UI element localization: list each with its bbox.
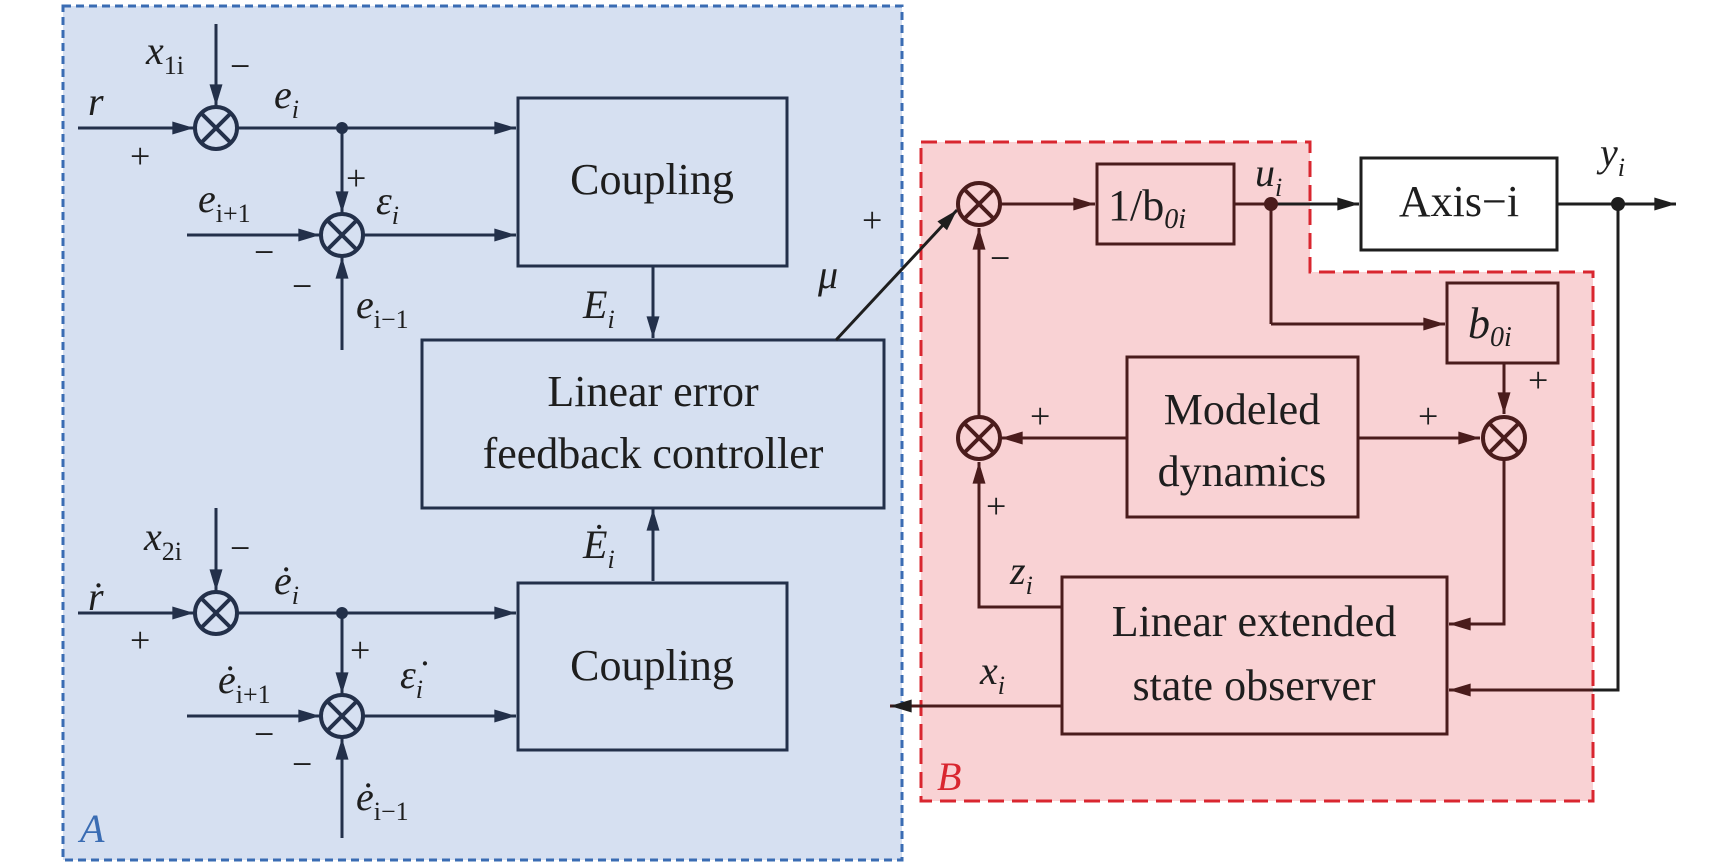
sign-plus-rdot: + [130, 620, 150, 660]
sum-junction-disturbance [956, 415, 1002, 461]
inverse-b0-block: 1/b0i [1095, 162, 1236, 246]
inverse-b0-label: 1/b0i [1108, 181, 1186, 235]
sign-plus-r: + [130, 136, 150, 176]
sum-junction-observer-input [1481, 415, 1527, 461]
sign-minus-x2i: − [230, 528, 250, 568]
sign-minus-eip1: − [254, 232, 274, 272]
signal-epsilon-i: εi [376, 178, 399, 230]
signal-x2i: x2i [143, 514, 182, 566]
signal-ei-minus-1: ei−1 [356, 282, 409, 334]
lefc-label-line2: feedback controller [483, 429, 824, 478]
signal-ei: ei [274, 72, 299, 124]
leso-label-line1: Linear extended [1112, 597, 1397, 646]
b0-block: b0i [1445, 281, 1560, 365]
region-b-label-text: B [937, 754, 961, 799]
signal-r: r [88, 79, 104, 124]
junction-dot-ei [336, 122, 348, 134]
sum-junction-3 [193, 590, 239, 636]
sign-plus-zi: + [986, 486, 1006, 526]
signal-yi: yi [1596, 130, 1625, 182]
leso-label-line2: state observer [1132, 661, 1375, 710]
sign-minus-x1i: − [230, 46, 250, 86]
region-b-label: B [937, 754, 961, 799]
sign-plus-b0: + [1528, 360, 1548, 400]
coupling-block-top: Coupling [516, 96, 789, 268]
region-a-label-text: A [77, 806, 105, 851]
signal-Ei-dot: Ėi [582, 522, 615, 574]
modeled-label-line2: dynamics [1158, 447, 1327, 496]
mu-signal-line [834, 208, 959, 342]
signal-zi: zi [1009, 548, 1033, 600]
b0-label: b0i [1468, 299, 1512, 353]
signal-ei-plus-1: ei+1 [198, 176, 251, 228]
top-error-wiring [78, 24, 660, 581]
lefc-block: Linear error feedback controller [420, 338, 886, 510]
signal-r-dot: ṙ [88, 574, 104, 619]
sign-plus-mu: + [862, 200, 882, 240]
bottom-error-wiring [78, 508, 516, 838]
signal-ei-minus-1-dot: ėi−1 [356, 774, 409, 826]
lefc-label-line1: Linear error [547, 367, 759, 416]
sign-plus-ei: + [346, 158, 366, 198]
signal-Ei: Ei [582, 282, 615, 334]
signal-ei-plus-1-dot: ėi+1 [218, 657, 271, 709]
sign-plus-modeled-right: + [1418, 396, 1438, 436]
signal-ei-dot: ėi [274, 558, 299, 610]
sum-junction-1 [193, 105, 239, 151]
modeled-dynamics-block: Modeled dynamics [1125, 355, 1360, 519]
sign-plus-modeled-left: + [1030, 396, 1050, 436]
signal-x1i: x1i [145, 28, 184, 80]
observer-wiring [890, 197, 1511, 713]
plant-wiring [1271, 197, 1677, 697]
leso-block: Linear extended state observer [1060, 575, 1449, 736]
sign-minus-feedback: − [990, 238, 1010, 278]
sum-junction-4 [319, 693, 365, 739]
sign-minus-eim1: − [292, 266, 312, 306]
sign-plus-edi: + [350, 630, 370, 670]
junction-dot-ui [1264, 197, 1278, 211]
junction-dot-edi [336, 607, 348, 619]
coupling-top-label: Coupling [570, 155, 734, 204]
axis-block: Axis−i [1359, 156, 1559, 252]
signal-mu: μ [817, 252, 838, 297]
sum-junction-2 [319, 212, 365, 258]
sign-minus-edip1: − [254, 714, 274, 754]
sum-junction-control [956, 181, 1002, 227]
coupling-bottom-label: Coupling [570, 641, 734, 690]
axis-label: Axis−i [1399, 177, 1519, 226]
coupling-block-bottom: Coupling [516, 581, 789, 752]
sign-minus-edim1: − [292, 744, 312, 784]
region-a-label: A [77, 806, 105, 851]
modeled-label-line1: Modeled [1164, 385, 1320, 434]
signal-ui: ui [1255, 150, 1282, 202]
signal-xi: xi [979, 648, 1005, 700]
junction-dot-yi [1611, 197, 1625, 211]
